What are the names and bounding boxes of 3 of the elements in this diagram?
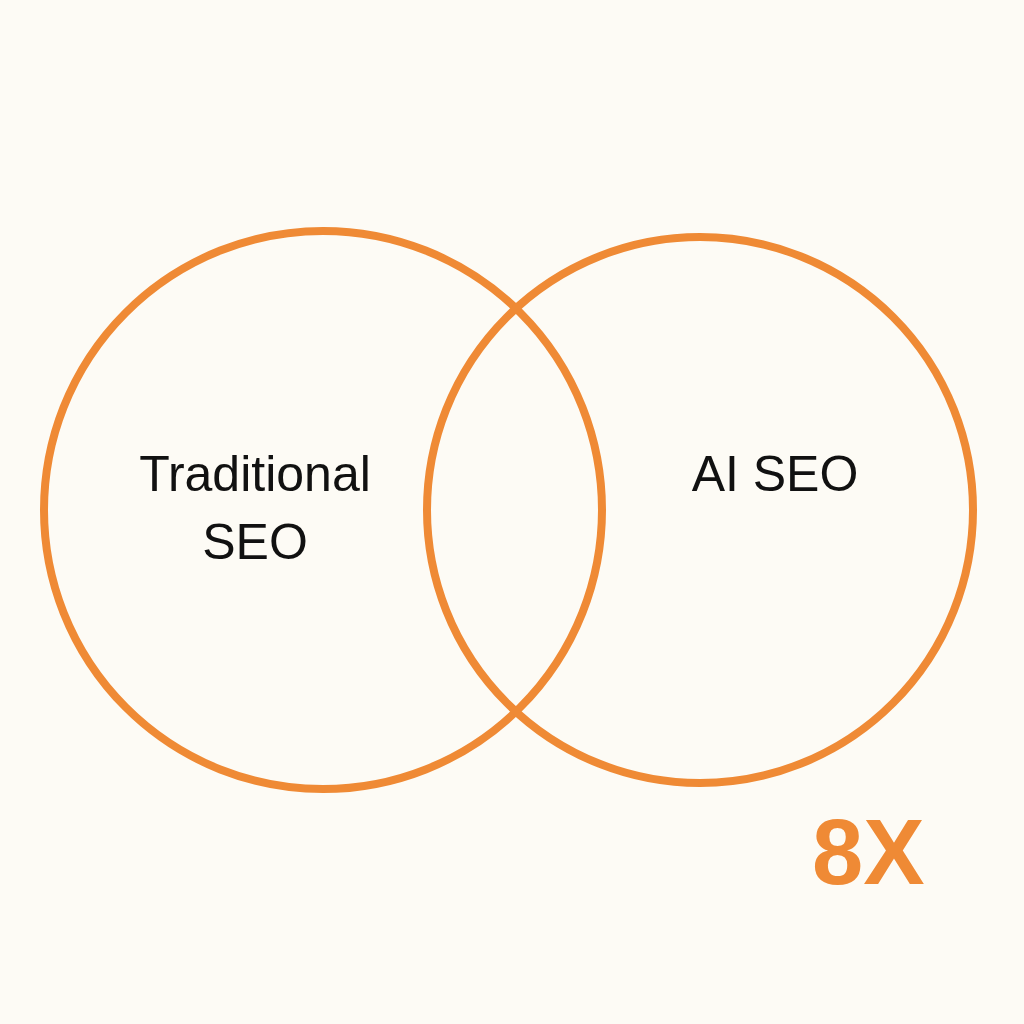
circle-label: Traditional SEO — [138, 445, 372, 572]
corner-text: 8X — [812, 800, 925, 905]
circle-label: AI SEO — [690, 445, 860, 504]
